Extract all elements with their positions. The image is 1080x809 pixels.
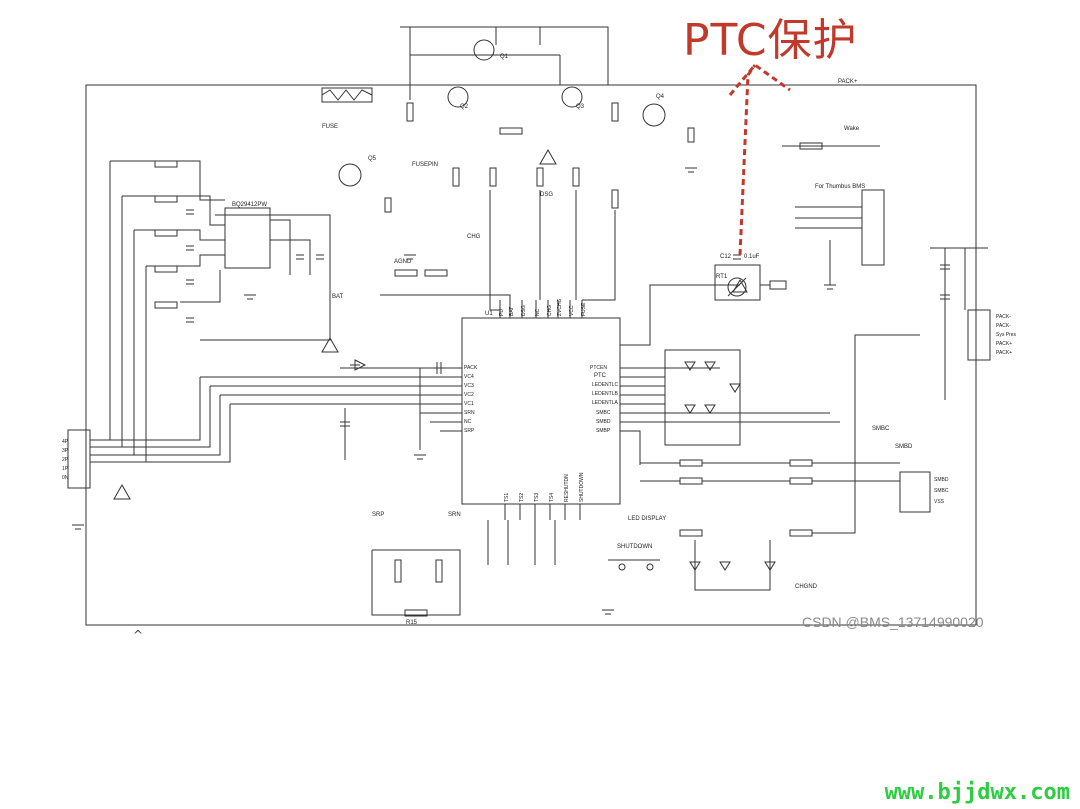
label-ptc: RT1 (716, 274, 728, 280)
chip-left-pin: SRN (464, 410, 475, 416)
chip-bottom-pin: TS4 (549, 493, 555, 502)
chip-left-pin: VC4 (464, 374, 474, 380)
chip-right-pin: SMBD (596, 419, 611, 425)
chip-top-pin: VCC (569, 305, 575, 316)
label-smbc: SMBC (872, 426, 890, 432)
label-dsg: DSG (540, 192, 553, 198)
label-q3: Q3 (576, 104, 585, 110)
label-fusepin: FUSEPIN (412, 162, 438, 168)
left-connector (67, 429, 91, 489)
q1-symbol (473, 39, 495, 61)
label-for-bms: For Thumbus BMS (815, 184, 865, 190)
right-connector-pin: Sys Pres (996, 332, 1017, 338)
label-ic1: U1 (485, 311, 493, 317)
left-connector-pin: 0N (62, 475, 69, 481)
left-connector-pin: 2P (62, 457, 69, 463)
ic-u1-body (461, 317, 621, 505)
smbus-connector (899, 471, 931, 513)
label-ptc-val: 0.1uF (744, 254, 760, 260)
label-chg: CHG (467, 234, 481, 240)
right-connector-pin: PACK+ (996, 341, 1012, 347)
chip-right-pin: PTCEN (590, 365, 607, 371)
label-smbd: SMBD (895, 444, 913, 450)
chip-top-pin: DSG (521, 305, 527, 316)
chip-right-pin: SMBP (596, 428, 611, 434)
chip-right-pin: LEDENTLB (592, 391, 619, 397)
label-ic2: BQ29412PW (232, 202, 267, 208)
caret-mark: ^ (133, 628, 144, 642)
ptc-thermistor (727, 277, 747, 297)
chip-bottom-pin: TS3 (534, 493, 540, 502)
chip-top-pin: NC (535, 308, 541, 316)
right-connector-pin: PACK- (996, 314, 1011, 320)
label-sense: R15 (406, 620, 418, 626)
chip-top-pin: ZVCHG (557, 298, 563, 316)
right-connector-pin: PACK+ (996, 350, 1012, 356)
q5-symbol (338, 163, 362, 187)
chip-left-pin: VC1 (464, 401, 474, 407)
chip-left-pin: SRP (464, 428, 475, 434)
chip-bottom-pin: TS2 (519, 493, 525, 502)
chip-right-pin: LEDENTLA (592, 400, 619, 406)
ic2-body (224, 207, 271, 269)
label-led-display: LED DISPLAY (628, 516, 666, 522)
label-q2: Q2 (460, 104, 469, 110)
label-srp: SRP (372, 512, 384, 518)
ptc-annotation: PTC保护 (683, 15, 858, 66)
chip-right-pin: SMBC (596, 410, 611, 416)
chip-left-pin: VC2 (464, 392, 474, 398)
label-shutdown: SHUTDOWN (617, 544, 652, 550)
smbus-connector-pin: SMBC (934, 488, 949, 494)
smbus-connector-pin: VSS (934, 499, 945, 505)
label-q5: Q5 (368, 156, 377, 162)
label-wake: Wake (844, 126, 860, 132)
label-ptc-pin: PTC (594, 373, 607, 379)
left-connector-pin: 1P (62, 466, 69, 472)
left-connector-pin: 4P (62, 439, 69, 445)
bms-header (861, 189, 885, 266)
chip-left-pin: PACK (464, 365, 478, 371)
site-url: www.bjjdwx.com (884, 780, 1070, 805)
chip-top-pin: PU (499, 309, 505, 316)
chip-bottom-pin: SHUTDOWN (579, 472, 585, 502)
board-frame (85, 84, 977, 626)
label-bat: BAT (332, 294, 344, 300)
label-srn: SRN (448, 512, 461, 518)
chip-right-pin: LEDENTLC (592, 382, 619, 388)
chip-bottom-pin: TS1 (504, 493, 510, 502)
q3-symbol (561, 86, 583, 108)
smbus-connector-pin: SMBD (934, 477, 949, 483)
q2-symbol (447, 86, 469, 108)
right-connector-pin: PACK- (996, 323, 1011, 329)
chip-top-pin: CHG (547, 305, 553, 316)
label-q1: Q1 (500, 54, 509, 60)
chip-left-pin: VC3 (464, 383, 474, 389)
left-connector-pin: 3P (62, 448, 69, 454)
chip-bottom-pin: RESHUTDN (564, 474, 570, 502)
watermark: CSDN @BMS_13714990020 (802, 614, 984, 630)
label-chgnd: CHGND (795, 584, 818, 590)
label-ptc-cap: C12 (720, 254, 732, 260)
label-packp: PACK+ (838, 79, 858, 85)
chip-top-pin: FUSE (581, 302, 587, 316)
q4-symbol (642, 103, 666, 127)
label-q4: Q4 (656, 94, 665, 100)
label-fuse: FUSE (322, 124, 338, 130)
label-agnd: AGND (394, 259, 412, 265)
chip-top-pin: BAT (509, 307, 515, 316)
right-connector (967, 309, 991, 361)
chip-left-pin: NC (464, 419, 472, 425)
